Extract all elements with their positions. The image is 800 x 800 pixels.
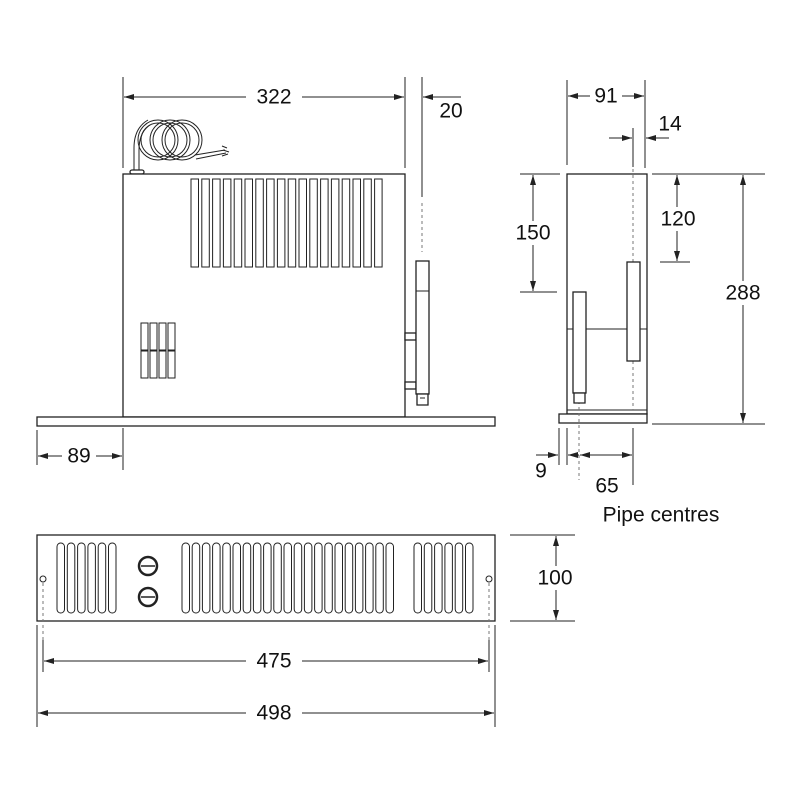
vent-slot (341, 178, 351, 268)
end-view: 91 14 150 120 288 9 65 Pipe centres (512, 80, 766, 527)
vent-slot (201, 178, 210, 268)
vent-slot (252, 542, 262, 614)
vent-slot (354, 542, 364, 614)
vent-slot (167, 322, 176, 351)
vent-slot (158, 350, 167, 379)
vent-slot (314, 542, 323, 614)
vent-slot (140, 350, 149, 379)
vent-slot (56, 542, 65, 614)
dimension-150: 150 (515, 222, 550, 245)
vent-slot (222, 178, 232, 268)
vent-slot (212, 542, 221, 614)
vent-slot (167, 350, 176, 379)
vent-slot (66, 542, 76, 614)
vent-slot (465, 542, 474, 614)
dimension-9: 9 (535, 460, 547, 483)
control-knob-icon (137, 555, 159, 577)
vent-slot (149, 322, 158, 351)
vent-slot (77, 542, 86, 614)
vent-slot (158, 322, 167, 351)
vent-slot (320, 178, 329, 268)
vent-slot (385, 542, 394, 614)
vent-slot (293, 542, 303, 614)
vent-slot (287, 178, 297, 268)
vent-slot (255, 178, 264, 268)
vent-slot (298, 178, 307, 268)
vent-slot (303, 542, 313, 614)
vent-slot (87, 542, 96, 614)
vent-slot (330, 178, 340, 268)
vent-slot (181, 542, 190, 614)
vent-slot (191, 542, 201, 614)
vent-slot (324, 542, 333, 614)
dimension-offset-20: 20 (439, 100, 462, 123)
front-view: 100 475 498 (36, 534, 578, 727)
dimension-120: 120 (660, 208, 695, 231)
fixing-hole-icon (39, 575, 47, 583)
top-grille (190, 178, 383, 268)
vent-slot (413, 542, 422, 614)
dimension-pipe-offset-14: 14 (658, 113, 682, 136)
pipe-nut-icon (416, 393, 429, 406)
vent-slot (454, 542, 464, 614)
vent-slot (273, 542, 282, 614)
pipe-bracket (404, 260, 430, 406)
base-plate (36, 416, 496, 427)
vent-slot (344, 542, 354, 614)
control-grille (140, 322, 176, 379)
upper-pipe (626, 261, 641, 362)
vent-slot (242, 542, 252, 614)
coiled-cable-icon (129, 119, 230, 175)
front-grille-panel (36, 534, 496, 622)
pipe-centres-caption: Pipe centres (603, 504, 720, 527)
side-view: 322 20 89 (36, 77, 496, 470)
end-base-plate (558, 413, 648, 424)
vent-slot (374, 178, 383, 268)
vent-slot (201, 542, 211, 614)
dimension-overhang-89: 89 (67, 445, 90, 468)
dimension-front-height-100: 100 (537, 567, 572, 590)
dimension-pipe-centres-65: 65 (595, 475, 618, 498)
vent-slot (190, 178, 199, 268)
vent-slot (375, 542, 384, 614)
vent-slot (363, 178, 372, 268)
vent-slot (233, 178, 243, 268)
vent-slot (222, 542, 231, 614)
vent-slot (276, 178, 286, 268)
front-grille-slots (56, 542, 474, 614)
vent-slot (352, 178, 361, 268)
vent-slot (97, 542, 107, 614)
pipe-nut-icon (573, 392, 586, 404)
vent-slot (140, 322, 149, 351)
vent-slot (244, 178, 253, 268)
vent-slot (334, 542, 343, 614)
vent-slot (365, 542, 374, 614)
vent-slot (444, 542, 453, 614)
dimension-fixing-centres-475: 475 (256, 650, 291, 673)
dimension-height-288: 288 (725, 282, 760, 305)
vent-slot (423, 542, 433, 614)
dimension-overall-width-498: 498 (256, 702, 291, 725)
lower-pipe (572, 291, 587, 394)
vent-slot (108, 542, 117, 614)
vent-slot (149, 350, 158, 379)
fixing-hole-icon (485, 575, 493, 583)
vent-slot (232, 542, 241, 614)
heater-casing (122, 173, 406, 418)
vent-slot (212, 178, 221, 268)
vent-slot (266, 178, 275, 268)
dimension-depth-91: 91 (594, 85, 617, 108)
vent-slot (309, 178, 318, 268)
vent-slot (434, 542, 443, 614)
vent-slot (283, 542, 292, 614)
vent-slot (263, 542, 272, 614)
dimension-width-322: 322 (256, 86, 291, 109)
control-knob-icon (137, 586, 159, 608)
